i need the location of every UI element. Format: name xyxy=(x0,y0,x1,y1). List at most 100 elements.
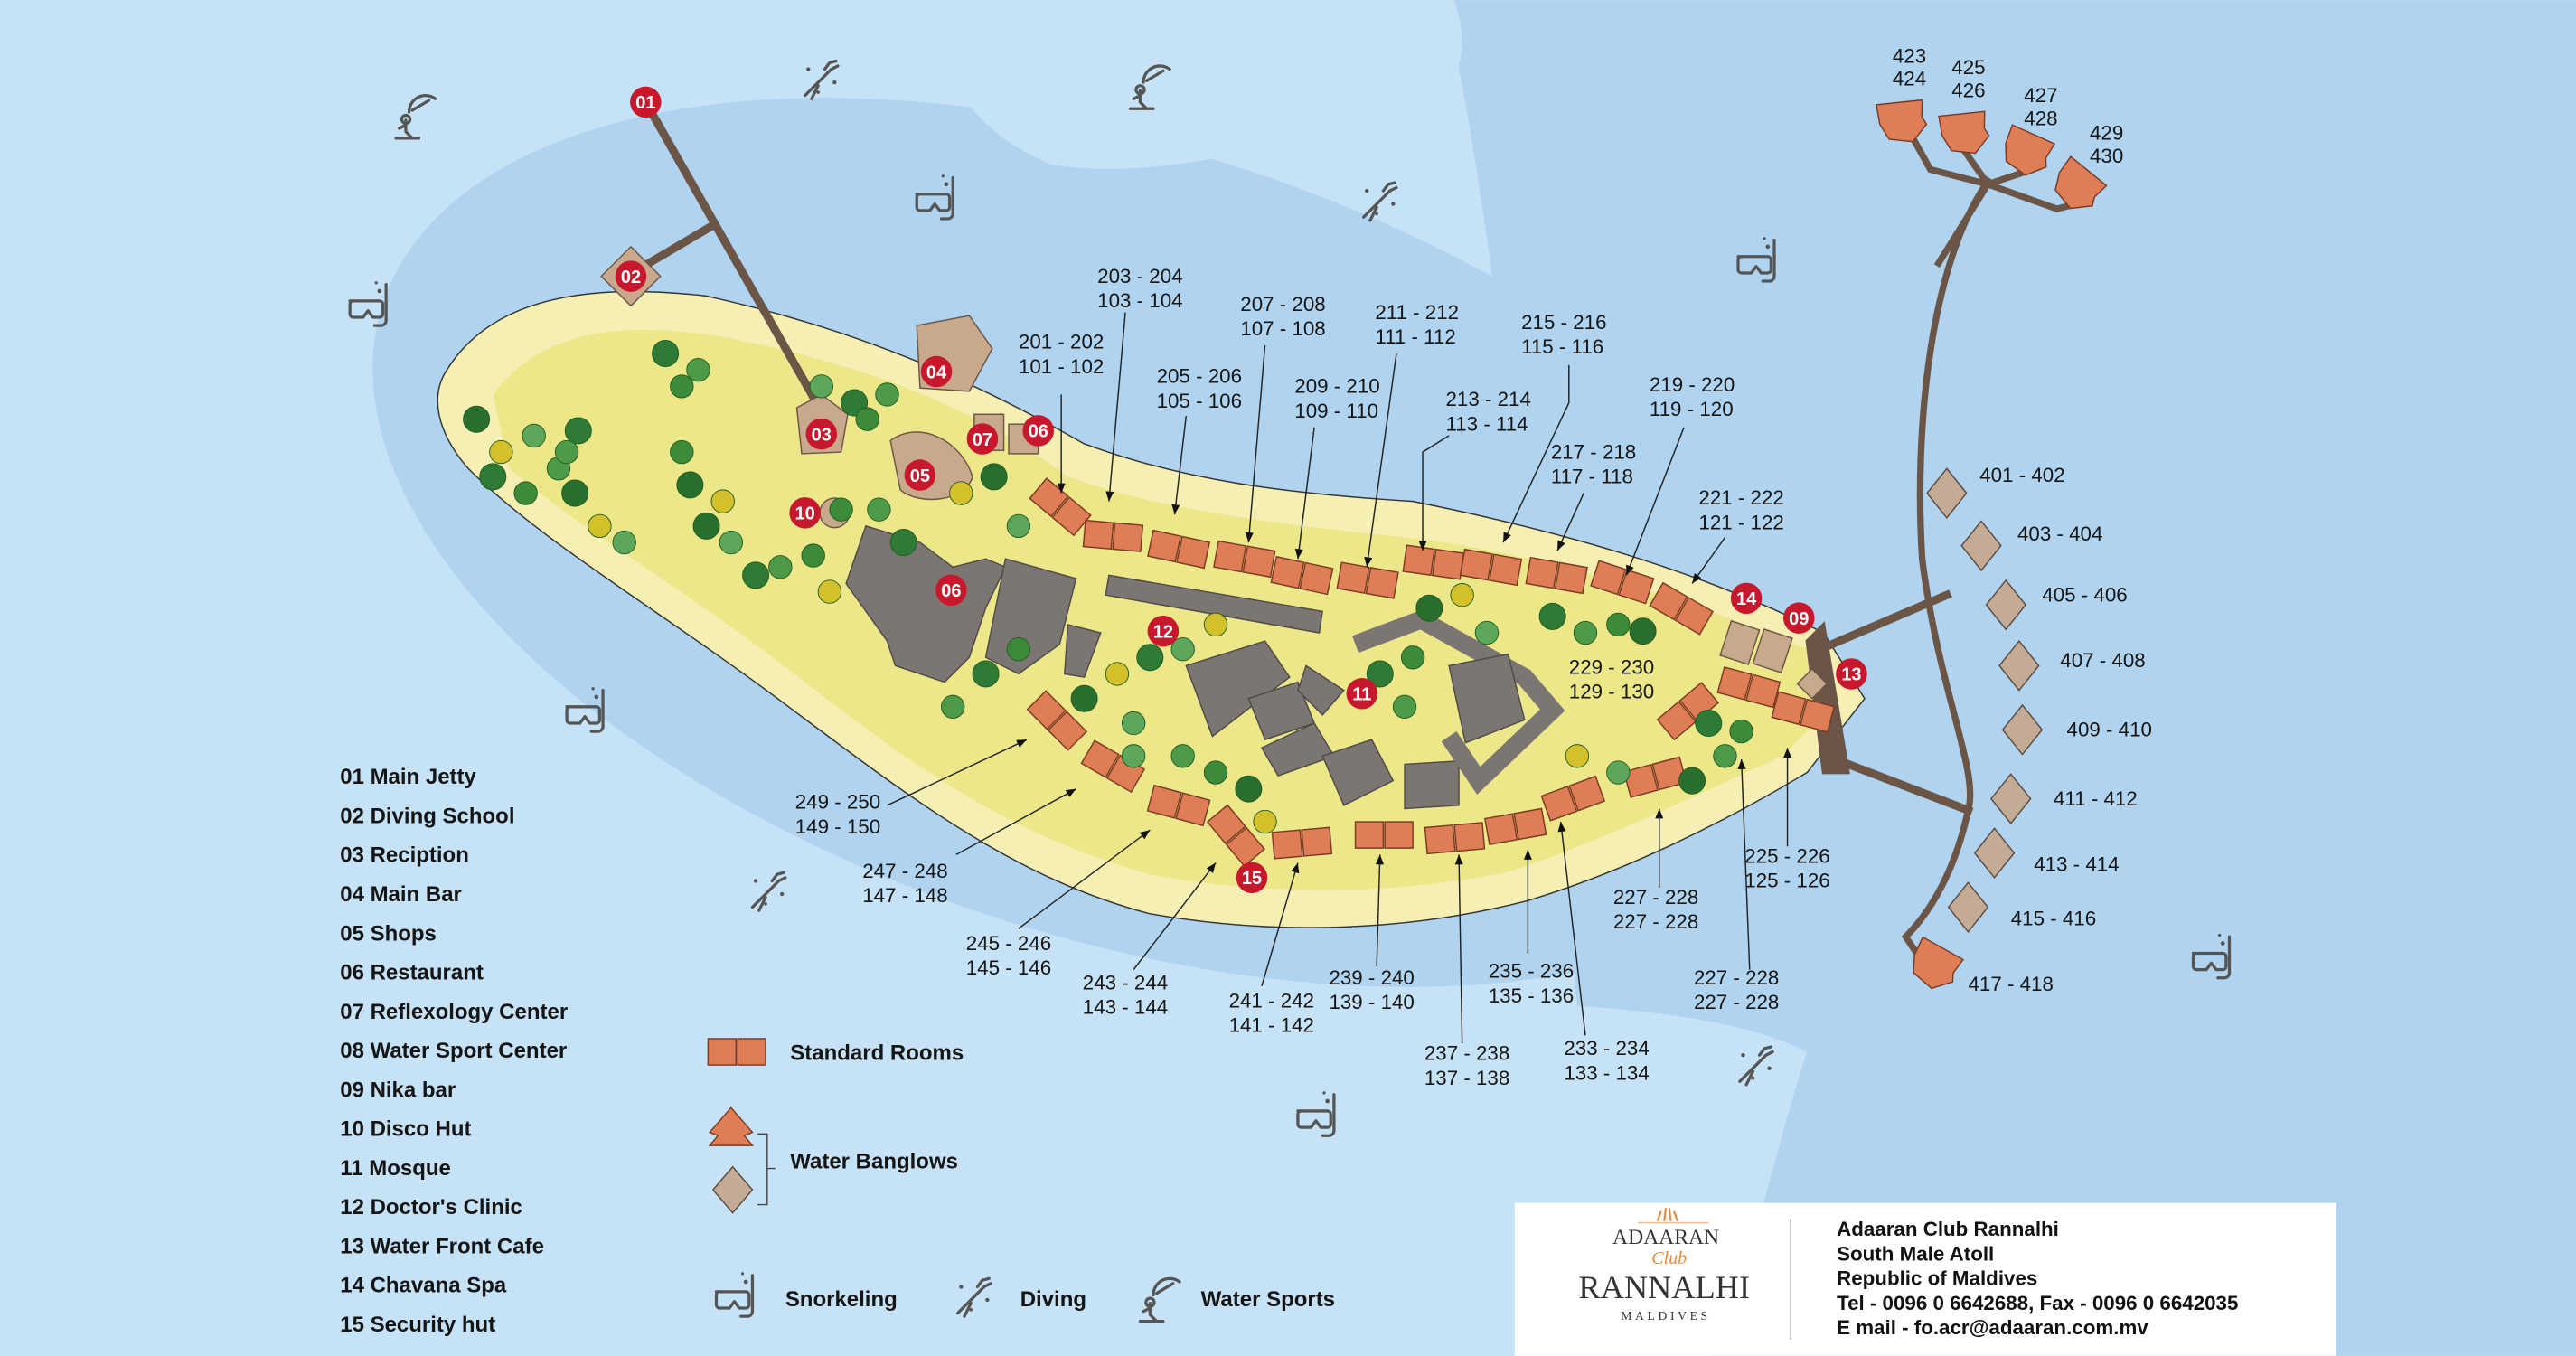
place-marker-12[interactable]: 12 xyxy=(1147,615,1180,647)
tree xyxy=(1678,767,1706,795)
tree xyxy=(670,439,694,465)
legend-place-item: 04 Main Bar xyxy=(340,882,462,907)
standard-rooms xyxy=(1026,477,1836,868)
leader-line xyxy=(1261,862,1299,987)
marker-badge xyxy=(966,423,999,455)
place-marker-10[interactable]: 10 xyxy=(789,497,821,529)
place-marker-02[interactable]: 02 xyxy=(615,260,647,292)
water-villa xyxy=(1926,467,1968,519)
tree xyxy=(855,407,879,431)
tree xyxy=(652,340,680,368)
place-marker-03[interactable]: 03 xyxy=(805,418,838,450)
tree xyxy=(564,417,592,445)
tree xyxy=(949,481,973,505)
marker-number: 01 xyxy=(635,93,655,113)
standard-room xyxy=(1082,519,1144,552)
contact-line: South Male Atoll xyxy=(1837,1242,1994,1265)
tree xyxy=(1170,637,1195,662)
marker-number: 15 xyxy=(1242,869,1262,889)
standard-room xyxy=(1402,544,1465,580)
trees xyxy=(463,340,1753,834)
tree xyxy=(1729,719,1753,744)
marker-number: 14 xyxy=(1736,589,1756,609)
contact-line: Tel - 0096 0 6642688, Fax - 0096 0 66420… xyxy=(1837,1292,2238,1314)
place-marker-04[interactable]: 04 xyxy=(920,355,953,388)
villa-number: 407 - 408 xyxy=(2060,649,2145,672)
water-villa xyxy=(1985,579,2027,631)
legend-place-item: 14 Chavana Spa xyxy=(340,1274,507,1298)
room-number: 105 - 106 xyxy=(1157,390,1242,412)
tree xyxy=(676,471,704,499)
marker-number: 09 xyxy=(1789,609,1809,629)
room-number: 211 - 212 xyxy=(1375,301,1459,324)
tree xyxy=(1203,612,1228,637)
room-number: 117 - 118 xyxy=(1551,466,1633,488)
place-marker-07[interactable]: 07 xyxy=(966,423,999,455)
snorkeling-label: Snorkeling xyxy=(785,1287,898,1312)
room-number: 103 - 104 xyxy=(1097,289,1182,312)
tree xyxy=(867,497,891,522)
tree xyxy=(1606,612,1631,637)
tree xyxy=(1538,602,1566,630)
arrow-head xyxy=(1171,504,1180,515)
place-marker-09[interactable]: 09 xyxy=(1783,602,1815,634)
tree xyxy=(670,374,694,399)
room-number: 147 - 148 xyxy=(862,884,947,907)
place-marker-15[interactable]: 15 xyxy=(1236,862,1268,894)
tree xyxy=(1253,809,1277,834)
tree xyxy=(1136,644,1164,672)
room-number: 227 - 228 xyxy=(1694,966,1779,989)
room-number: 205 - 206 xyxy=(1157,365,1242,388)
place-marker-13[interactable]: 13 xyxy=(1836,658,1867,690)
marker-number: 11 xyxy=(1352,685,1371,705)
place-marker-06[interactable]: 06 xyxy=(1022,415,1054,447)
room-number: 121 - 122 xyxy=(1698,512,1783,534)
room-number: 219 - 220 xyxy=(1650,373,1735,396)
logo-sub: Club xyxy=(1651,1248,1687,1268)
place-marker-05[interactable]: 05 xyxy=(904,459,936,491)
tree xyxy=(1695,709,1723,737)
room-number: 239 - 240 xyxy=(1329,966,1414,989)
place-markers: 01 02 03 04 05 06 06 07 09 10 11 12 13 14 15 xyxy=(615,86,1867,894)
room-number: 217 - 218 xyxy=(1551,440,1636,463)
marker-badge xyxy=(1236,862,1268,894)
tree xyxy=(554,439,579,465)
tree xyxy=(889,529,917,557)
room-number: 245 - 246 xyxy=(966,932,1051,955)
room-number: 209 - 210 xyxy=(1294,375,1379,398)
tree xyxy=(612,530,636,555)
place-marker-14[interactable]: 14 xyxy=(1730,582,1763,615)
tree xyxy=(801,543,825,568)
place-marker-01[interactable]: 01 xyxy=(630,86,662,118)
leader-line xyxy=(955,788,1076,856)
arrow-head xyxy=(1503,532,1511,543)
room-number: 221 - 222 xyxy=(1698,486,1783,509)
room-number: 137 - 138 xyxy=(1424,1067,1509,1089)
tree xyxy=(1713,744,1737,768)
room-number: 141 - 142 xyxy=(1229,1014,1314,1037)
arrow-head xyxy=(1557,540,1565,551)
standard-room xyxy=(1622,756,1688,798)
legend-water-bungalows: Water Banglows xyxy=(708,1106,958,1214)
legend-place-item: 10 Disco Hut xyxy=(340,1117,471,1142)
legend-place-item: 02 Diving School xyxy=(340,804,514,828)
legend-standard-rooms: Standard Rooms xyxy=(707,1038,964,1066)
marker-number: 07 xyxy=(973,430,992,450)
place-marker-11[interactable]: 11 xyxy=(1346,678,1378,710)
standard-room xyxy=(1026,690,1088,751)
island-interior xyxy=(493,329,1832,890)
legend-place-item: 13 Water Front Cafe xyxy=(340,1234,544,1258)
overwater-bungalow xyxy=(2005,124,2056,176)
leader-line xyxy=(1458,854,1463,1044)
overwater-bungalow-icon xyxy=(708,1106,755,1146)
tree xyxy=(941,694,965,719)
legend-place-item: 07 Reflexology Center xyxy=(340,1000,568,1024)
place-marker-06[interactable]: 06 xyxy=(935,574,967,607)
standard-room xyxy=(1525,556,1588,595)
tree xyxy=(489,439,513,465)
marker-number: 13 xyxy=(1841,665,1861,685)
